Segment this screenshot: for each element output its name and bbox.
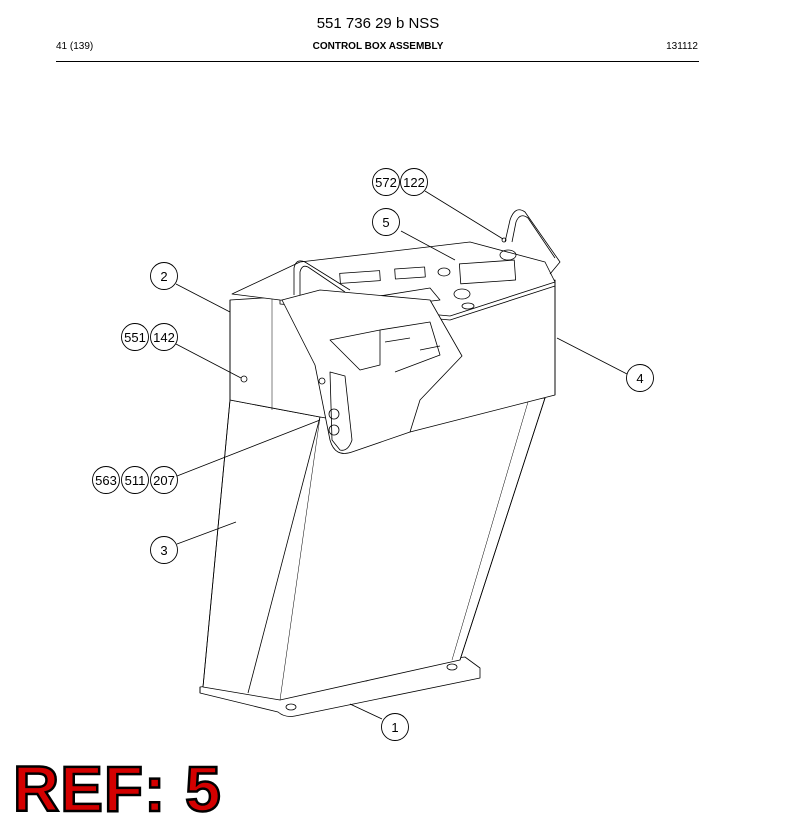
ref-label: REF: 5 bbox=[12, 753, 222, 825]
svg-text:122: 122 bbox=[403, 175, 425, 190]
header-rule bbox=[56, 61, 699, 62]
svg-text:2: 2 bbox=[160, 269, 167, 284]
document-number: 551 736 29 b NSS bbox=[316, 15, 440, 32]
control-box-illustration bbox=[199, 209, 561, 717]
callout-3: 3 bbox=[150, 536, 178, 564]
hinge-bracket bbox=[329, 371, 353, 451]
left-handle bbox=[293, 260, 351, 295]
page-number: 41 (139) bbox=[56, 41, 94, 52]
callout-4: 4 bbox=[626, 364, 654, 392]
svg-text:511: 511 bbox=[125, 473, 146, 488]
callout-1: 1 bbox=[381, 713, 409, 741]
callout-563-511-207: 563 511 207 bbox=[92, 466, 178, 494]
svg-text:563: 563 bbox=[95, 473, 117, 488]
svg-text:1: 1 bbox=[391, 720, 398, 735]
svg-text:551: 551 bbox=[124, 330, 146, 345]
svg-text:4: 4 bbox=[636, 371, 643, 386]
base-hole bbox=[446, 663, 458, 671]
front-panel bbox=[281, 289, 463, 454]
callout-572-122: 572 122 bbox=[372, 168, 428, 196]
callout-5: 5 bbox=[372, 208, 400, 236]
svg-text:572: 572 bbox=[375, 175, 397, 190]
callout-2: 2 bbox=[150, 262, 178, 290]
svg-text:207: 207 bbox=[153, 473, 175, 488]
svg-text:3: 3 bbox=[160, 543, 167, 558]
callout-551-142: 551 142 bbox=[121, 323, 178, 351]
svg-text:5: 5 bbox=[382, 215, 389, 230]
leader-lines bbox=[175, 190, 628, 720]
document-code: 131112 bbox=[666, 41, 698, 52]
right-handle bbox=[504, 209, 561, 275]
page-title: CONTROL BOX ASSEMBLY bbox=[312, 41, 444, 52]
svg-text:142: 142 bbox=[153, 330, 175, 345]
base-hole bbox=[285, 703, 297, 711]
